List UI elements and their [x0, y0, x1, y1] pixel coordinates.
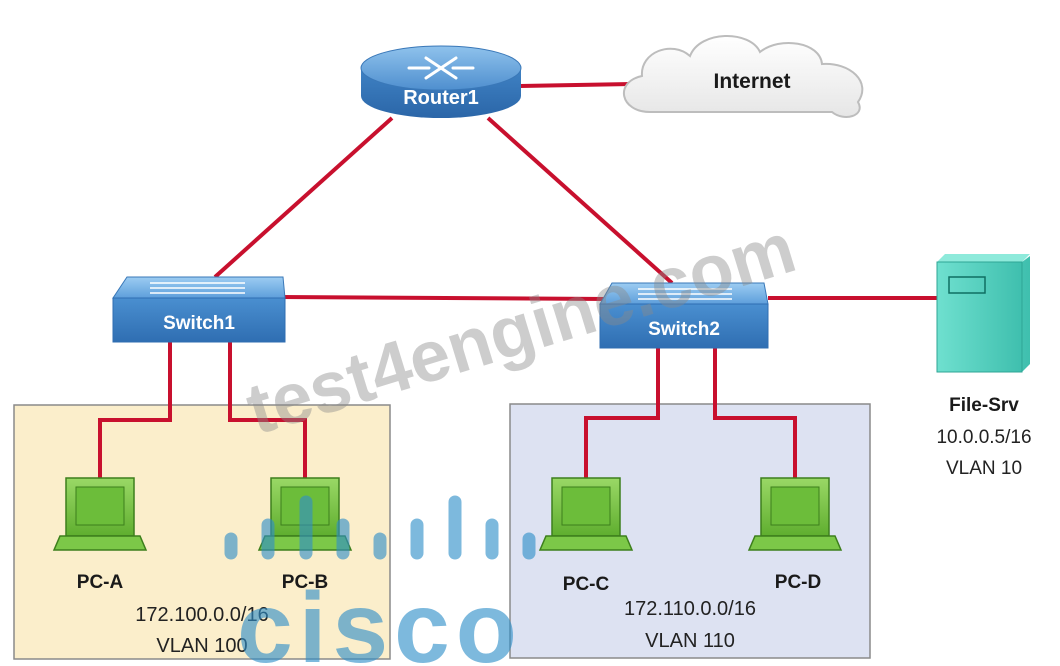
link-switch1-pca: [98, 335, 172, 478]
link-switch2-pcc: [584, 343, 660, 478]
file-srv-ip: 10.0.0.5/16: [936, 427, 1031, 448]
file-srv: File-Srv 10.0.0.5/16 VLAN 10: [936, 254, 1032, 479]
vlan-100-subnet: 172.100.0.0/16: [135, 604, 268, 626]
link-router-switch1: [213, 116, 394, 279]
router1: Router1: [360, 45, 522, 118]
links: [98, 82, 940, 478]
link-router-internet: [519, 82, 633, 88]
pc-a-label: PC-A: [77, 572, 124, 593]
vlan-110-subnet: 172.110.0.0/16: [624, 598, 756, 620]
link-router-switch2: [486, 116, 674, 285]
switch1: Switch1: [112, 276, 286, 343]
switch1-label: Switch1: [163, 313, 235, 334]
cisco-logo-watermark: cisco: [224, 495, 536, 666]
vlan-110-label: VLAN 110: [645, 630, 735, 652]
vlan-100-label: VLAN 100: [156, 635, 247, 657]
switch2: Switch2: [599, 282, 769, 349]
file-srv-vlan: VLAN 10: [946, 458, 1022, 479]
pc-d-label: PC-D: [775, 572, 821, 593]
internet-cloud: Internet: [623, 35, 864, 118]
router1-label: Router1: [403, 87, 479, 109]
cloud-icon: [623, 35, 864, 118]
switch2-label: Switch2: [648, 319, 720, 340]
pc-c: PC-C: [538, 477, 634, 595]
link-switch1-switch2: [279, 295, 609, 301]
cisco-bars-icon: [224, 495, 536, 560]
link-switch1-pcb: [228, 335, 307, 478]
cisco-wordmark: cisco: [237, 572, 523, 666]
file-srv-label: File-Srv: [949, 395, 1019, 416]
pc-b-label: PC-B: [282, 572, 328, 593]
link-switch2-pcd: [713, 343, 797, 478]
pc-a: PC-A: [52, 477, 148, 593]
pc-d: PC-D: [747, 477, 843, 593]
internet-label: Internet: [713, 70, 790, 93]
pc-c-label: PC-C: [563, 574, 610, 595]
